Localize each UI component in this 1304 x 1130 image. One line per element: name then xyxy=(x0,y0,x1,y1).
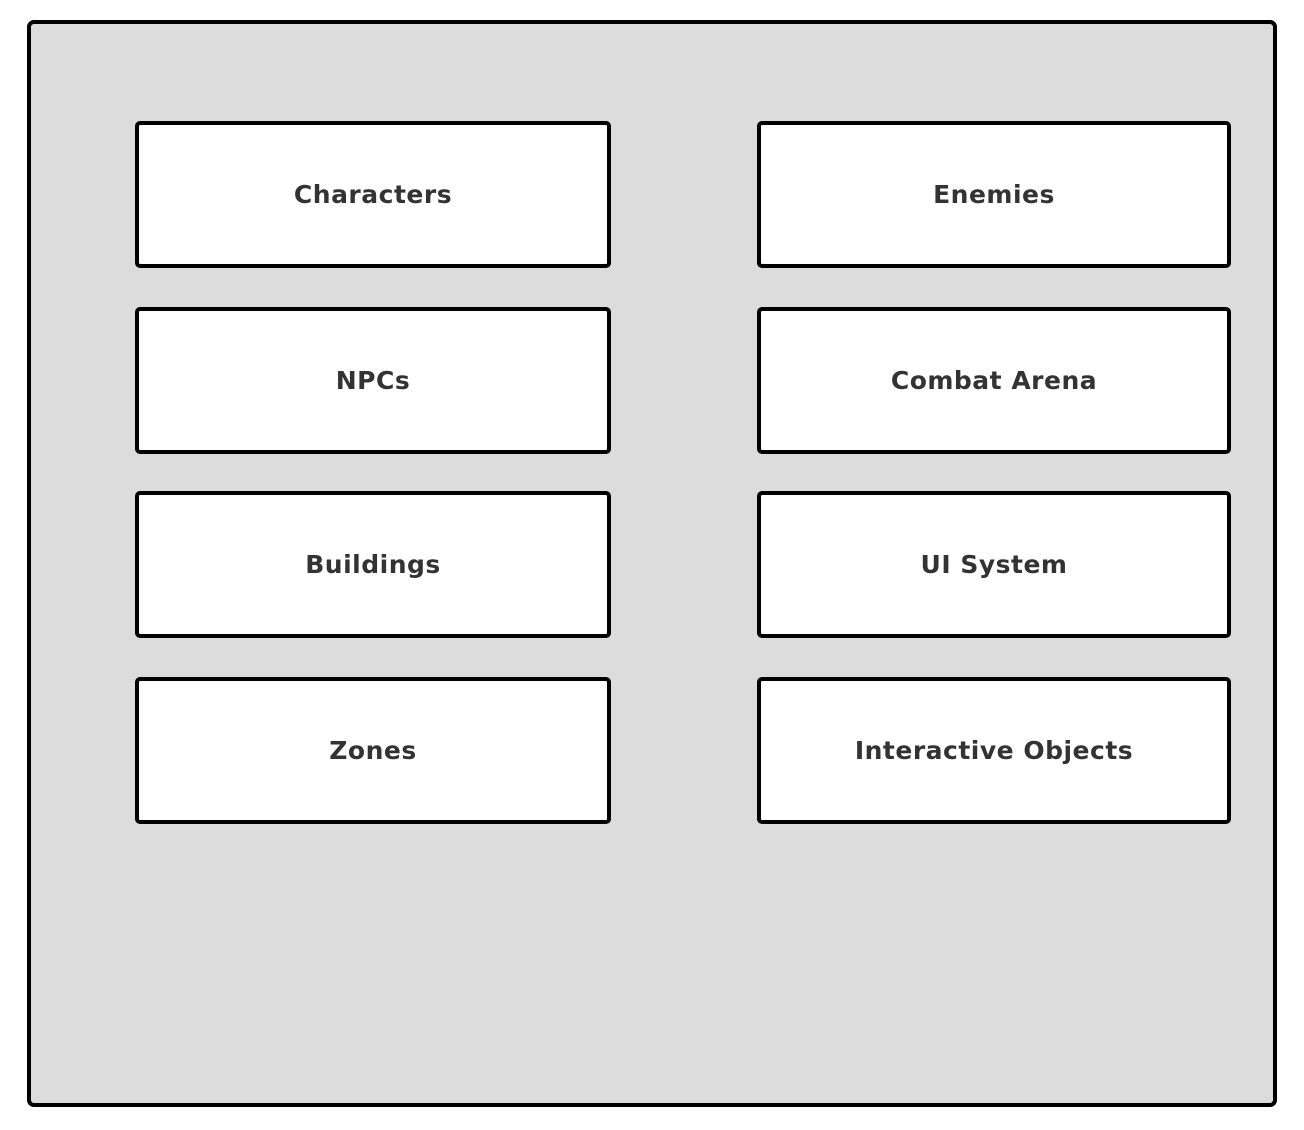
diagram-panel: Characters NPCs Buildings Zones Enemies … xyxy=(27,20,1277,1107)
node-label: Enemies xyxy=(933,180,1055,209)
node-label: Interactive Objects xyxy=(854,736,1134,765)
node-label: Zones xyxy=(329,736,417,765)
node-label: Characters xyxy=(293,180,453,209)
node-zones[interactable]: Zones xyxy=(135,677,611,824)
node-interactive-objects[interactable]: Interactive Objects xyxy=(757,677,1231,824)
node-ui-system[interactable]: UI System xyxy=(757,491,1231,638)
node-label: UI System xyxy=(920,550,1068,579)
node-buildings[interactable]: Buildings xyxy=(135,491,611,638)
node-label: Buildings xyxy=(305,550,441,579)
node-npcs[interactable]: NPCs xyxy=(135,307,611,454)
node-enemies[interactable]: Enemies xyxy=(757,121,1231,268)
node-label: NPCs xyxy=(335,366,411,395)
node-label: Combat Arena xyxy=(890,366,1098,395)
node-characters[interactable]: Characters xyxy=(135,121,611,268)
node-combat-arena[interactable]: Combat Arena xyxy=(757,307,1231,454)
